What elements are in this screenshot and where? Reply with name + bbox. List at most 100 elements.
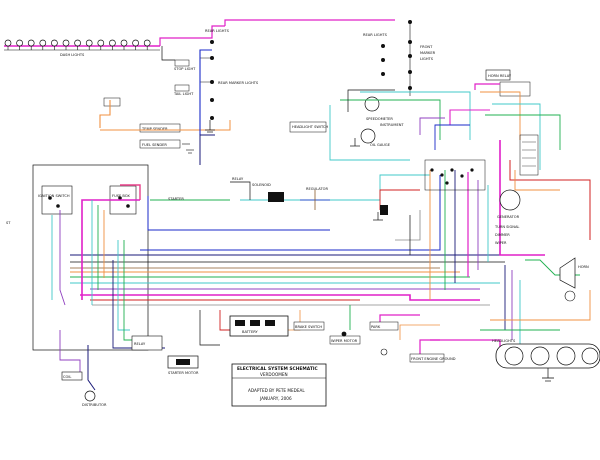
starter-label: STARTER [168,197,184,201]
relay-label: RELAY [232,177,244,181]
headlight-icon [530,346,550,366]
generator-label: GENERATOR [497,215,520,219]
oil-gauge-label: OIL GAUGE [370,143,391,147]
bulb-icon [381,58,385,62]
wire-bundle [51,19,591,391]
title-line-3: ADAPTED BY PETE MEDEAL [248,388,305,393]
ground-symbols [205,120,383,221]
dash-bulb-icon [109,39,116,47]
dash-bulb-icon [16,39,23,47]
turn-signal-label: TURN SIGNAL [494,225,519,229]
bulb-icon [381,72,385,76]
headlight-switch-label: HEADLIGHT SWITCH [292,125,328,129]
speedometer-label: SPEEDOMETER [366,117,393,121]
wiper-label: WIPER [495,241,507,245]
title-line-1: ELECTRICAL SYSTEM SCHEMATIC [237,366,318,372]
battery-component: BATTERY [229,315,289,337]
dimmer-label: DIMMER [495,233,510,237]
park-label: PARK [371,325,381,329]
horn-component: HORN [559,257,589,302]
bulb-icon [408,86,412,90]
bulb-icon [210,116,214,120]
dash-bulb-icon [27,39,35,47]
horn-relay-label: HORN RELAY [488,74,512,78]
dash-lights-label: DASH LIGHTS [60,53,85,57]
title-line-4: JANUARY, 2006 [259,396,292,401]
dash-bulb-icon [120,39,128,47]
battery-label: BATTERY [242,330,259,334]
regulator-label: REGULATOR [306,187,328,191]
dash-light-bulbs [4,39,151,50]
dash-bulb-icon [4,39,12,47]
bulb-icon [408,20,412,24]
solenoid-component: SOLENOID RELAY STARTER [168,177,284,202]
distributor-icon [84,390,96,402]
brake-switch-label: BRAKE SWITCH [295,325,322,329]
front-engine-ground-label: FRONT ENGINE GROUND [411,357,456,361]
dash-bulb-icon [39,39,47,47]
svg-text:ST: ST [6,221,11,225]
junction-block [424,159,486,191]
relay-box-lower: RELAY [131,335,163,351]
fuse-box-label: FUSE BOX [112,194,130,198]
wiper-motor-label: WIPER MOTOR [331,339,358,343]
headlight-icon [504,346,524,366]
rear-lights-group: REAR LIGHTS TAIL LIGHT STOP LIGHT REAR M… [173,29,259,120]
generator-icon [499,189,521,211]
front-marker-label-1: FRONT [420,45,433,49]
fuel-sender-label: FUEL SENDER [142,143,167,147]
speedometer-group: SPEEDOMETER INSTRUMENT OIL GAUGE HEADLIG… [289,96,404,147]
ignition-switch [41,185,73,215]
instrument-label: INSTRUMENT [380,123,404,127]
tail-light-label: TAIL LIGHT [173,92,194,96]
speedometer-icon [364,96,380,112]
horn-icon [559,257,576,289]
bulb-icon [210,40,214,44]
title-block: ELECTRICAL SYSTEM SCHEMATIC VERDOOMEN AD… [231,363,327,407]
headlights-label: HEADLIGHTS [492,339,516,343]
coil-distributor: COIL DISTRIBUTOR [61,371,107,407]
regulator-component: REGULATOR [306,187,388,215]
headlights-group: HEADLIGHTS [492,339,600,382]
dash-lights-row: DASH LIGHTS [4,39,160,57]
ignition-switch-label: IGNITION SWITCH [38,194,70,198]
coil-label: COIL [63,375,71,379]
bulb-icon [210,98,214,102]
front-marker-label-3: LIGHTS [420,57,434,61]
rear-lights-label: REAR LIGHTS [205,29,230,33]
horn-label: HORN [578,265,589,269]
gauge-icon [360,128,376,144]
headlight-icon [556,346,576,366]
dash-bulb-icon [85,39,93,47]
front-marker-label-2: MARKER [420,51,436,55]
solenoid-label: SOLENOID [252,183,271,187]
bulb-icon [408,70,412,74]
solenoid-icon [268,192,284,202]
dash-bulb-icon [97,39,105,47]
lower-switches: BRAKE SWITCH WIPER MOTOR PARK FRONT ENGI… [293,321,456,363]
left-panel: IGNITION SWITCH FUSE BOX ST [6,164,149,351]
dash-bulb-icon [74,39,81,47]
dash-bulb-icon [51,39,58,47]
horn-relay: HORN RELAY [485,69,531,97]
rear-marker-lights-label: REAR MARKER LIGHTS [218,81,259,85]
relay-lower-label: RELAY [134,342,146,346]
front-lights-label: REAR LIGHTS [363,33,388,37]
bulb-icon [381,44,385,48]
starter-motor-label: STARTER MOTOR [168,371,199,375]
stop-light-label: STOP LIGHT [174,67,196,71]
temp-sender-label: TEMP SENDER [141,127,168,131]
title-line-2: VERDOOMEN [260,372,288,377]
distributor-label: DISTRIBUTOR [82,403,107,407]
starter-motor: STARTER MOTOR [167,355,199,375]
terminal-strip [519,134,539,176]
headlight-icon [581,347,599,365]
dash-bulb-icon [132,39,139,47]
bulb-icon [408,54,412,58]
dash-bulb-icon [62,39,70,47]
front-marker-lights-group: REAR LIGHTS FRONT MARKER LIGHTS [363,20,436,96]
generator-component: GENERATOR TURN SIGNAL DIMMER WIPER [494,189,521,245]
dash-bulb-icon [143,39,151,47]
